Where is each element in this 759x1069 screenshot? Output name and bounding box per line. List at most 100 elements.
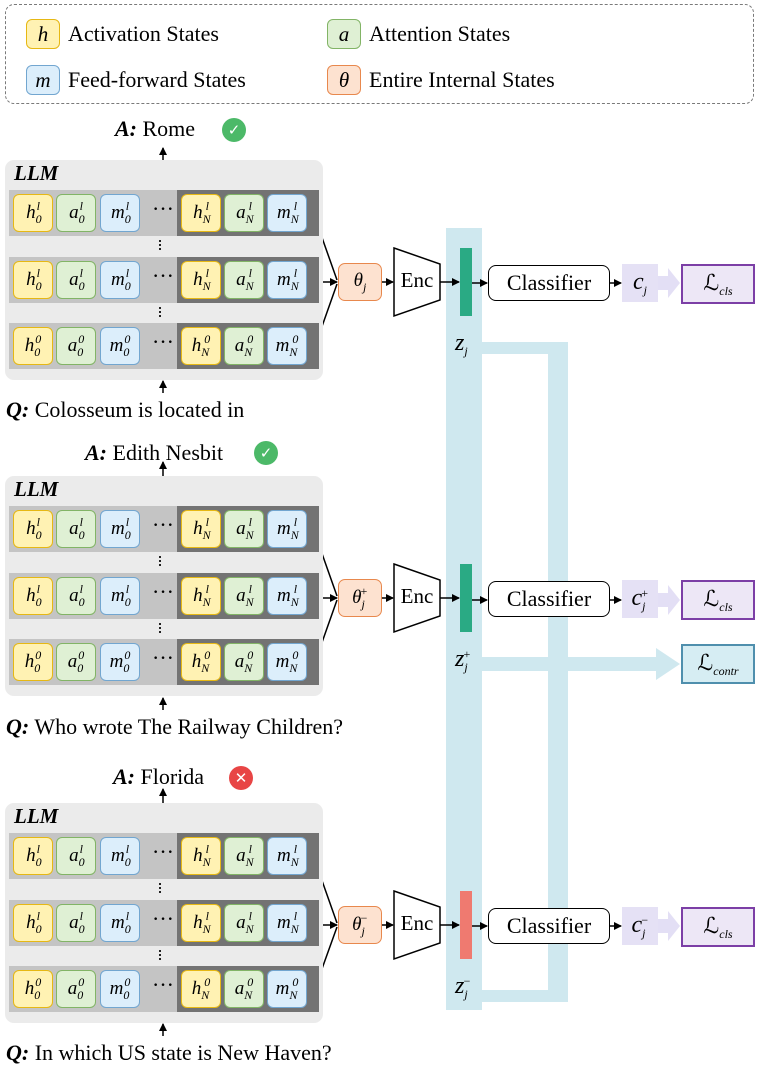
- vertical-ellipsis: [158, 305, 162, 321]
- theta-box: θj−: [338, 906, 382, 944]
- question-2: Q: Who wrote The Railway Children?: [6, 714, 343, 740]
- question-1: Q: Colosseum is located in: [6, 397, 244, 423]
- cell-symbol: a0l: [69, 842, 85, 869]
- classification-loss: ℒcls: [681, 907, 755, 947]
- question-text: Who wrote The Railway Children?: [34, 714, 344, 739]
- legend-item-feedforward: m Feed-forward States: [26, 65, 246, 95]
- activation-cell: hNl: [181, 261, 221, 299]
- legend-item-internal: θ Entire Internal States: [327, 65, 555, 95]
- theta-box: θj: [338, 263, 382, 301]
- embedding-label: zj−: [455, 973, 471, 1002]
- contrastive-arrow-head: [656, 648, 680, 680]
- vertical-ellipsis: [158, 621, 162, 637]
- activation-cell: hNl: [181, 904, 221, 942]
- question-prefix: Q:: [6, 397, 30, 422]
- answer-prefix: A:: [115, 116, 137, 141]
- vertical-ellipsis: [158, 554, 162, 570]
- cell-symbol: mNl: [276, 582, 299, 609]
- feedforward-cell: mN0: [267, 970, 307, 1008]
- ellipsis: ···: [152, 263, 174, 288]
- attention-cell: a0l: [56, 261, 96, 299]
- answer-value: Rome: [142, 116, 196, 141]
- attention-cell: a0l: [56, 904, 96, 942]
- activation-cell: h0l: [13, 194, 53, 232]
- ellipsis: ···: [152, 839, 174, 864]
- feedforward-cell: m00: [100, 970, 140, 1008]
- feedforward-cell: m0l: [100, 194, 140, 232]
- ellipsis: ···: [152, 512, 174, 537]
- class-output: cj+: [622, 580, 658, 618]
- embedding-bar: [460, 248, 472, 316]
- cell-symbol: mN0: [275, 975, 299, 1002]
- encoder-label: Enc: [400, 584, 434, 608]
- attention-cell: aNl: [224, 510, 264, 548]
- cell-symbol: h0l: [26, 909, 42, 936]
- activation-cell: hNl: [181, 194, 221, 232]
- activation-cell: h0l: [13, 261, 53, 299]
- embedding-bar: [460, 564, 472, 632]
- attention-cell: a00: [56, 643, 96, 681]
- loss-symbol: ℒcontr: [697, 649, 739, 678]
- answer-value: Florida: [140, 764, 205, 789]
- classifier-box: Classifier: [488, 908, 610, 944]
- cell-symbol: h0l: [26, 582, 42, 609]
- answer-prefix: A:: [85, 440, 107, 465]
- cell-symbol: m0l: [110, 266, 131, 293]
- feedforward-cell: mNl: [267, 837, 307, 875]
- activation-cell: h00: [13, 643, 53, 681]
- attention-cell: aN0: [224, 970, 264, 1008]
- pipeline-arrows: [382, 278, 622, 930]
- activation-cell: hN0: [181, 643, 221, 681]
- class-symbol: cj−: [631, 911, 649, 940]
- embedding-label: zj: [455, 330, 468, 359]
- cell-symbol: hN0: [191, 332, 211, 359]
- feedforward-cell: mNl: [267, 510, 307, 548]
- cross-icon: ✕: [229, 766, 253, 790]
- llm-title: LLM: [14, 477, 59, 501]
- cell-symbol: hNl: [193, 582, 211, 609]
- answer-2: A: Edith Nesbit: [85, 440, 223, 466]
- ellipsis: ···: [152, 645, 174, 670]
- feedforward-cell: m0l: [100, 510, 140, 548]
- cell-symbol: mN0: [275, 648, 299, 675]
- attention-cell: aN0: [224, 327, 264, 365]
- answer-3: A: Florida: [113, 764, 204, 790]
- activation-cell: hN0: [181, 327, 221, 365]
- feedforward-symbol: m: [26, 65, 60, 95]
- cell-symbol: aNl: [236, 515, 254, 542]
- check-icon: ✓: [254, 441, 278, 465]
- vertical-ellipsis: [158, 881, 162, 897]
- cell-symbol: h00: [24, 332, 42, 359]
- encoders: [393, 246, 441, 961]
- encoder-label: Enc: [400, 911, 434, 935]
- embedding-symbol: zj−: [455, 973, 471, 1001]
- cell-symbol: h0l: [26, 266, 42, 293]
- cell-symbol: aN0: [234, 975, 254, 1002]
- class-symbol: cj: [633, 268, 647, 297]
- question-prefix: Q:: [6, 1040, 30, 1065]
- theta-symbol: θj−: [352, 911, 368, 938]
- feedforward-cell: mNl: [267, 904, 307, 942]
- attention-cell: a00: [56, 970, 96, 1008]
- embedding-symbol: zj+: [455, 646, 471, 674]
- cell-symbol: mNl: [276, 909, 299, 936]
- loss-symbol: ℒcls: [703, 269, 733, 298]
- attention-cell: aNl: [224, 577, 264, 615]
- activation-cell: hNl: [181, 837, 221, 875]
- legend-box: h Activation States a Attention States m…: [5, 4, 754, 104]
- attention-cell: aNl: [224, 837, 264, 875]
- class-symbol: cj+: [631, 584, 649, 613]
- cell-symbol: h00: [24, 975, 42, 1002]
- activation-cell: h0l: [13, 577, 53, 615]
- attention-cell: aNl: [224, 261, 264, 299]
- loss-arrows: [658, 268, 680, 941]
- llm-title: LLM: [14, 161, 59, 185]
- cell-symbol: m00: [109, 648, 131, 675]
- activation-cell: h00: [13, 327, 53, 365]
- answer-prefix: A:: [113, 764, 135, 789]
- cell-symbol: m0l: [110, 909, 131, 936]
